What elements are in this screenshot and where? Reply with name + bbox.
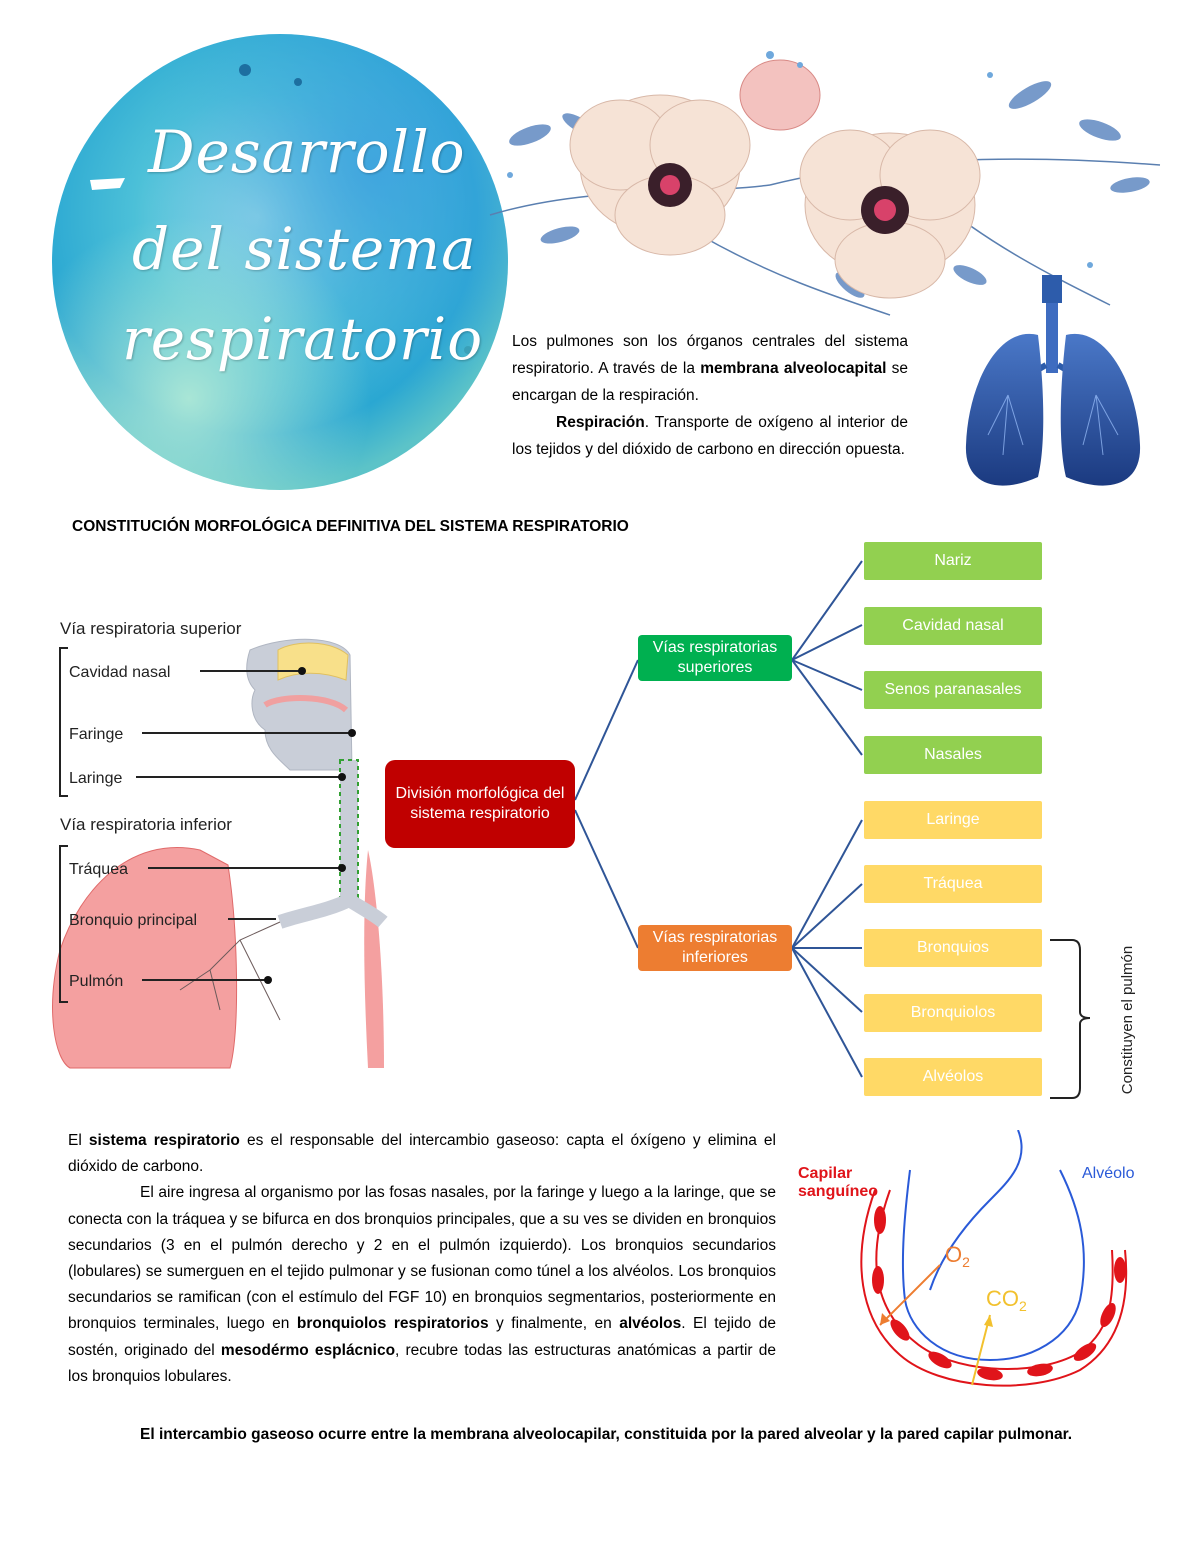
lower-item-traquea: Tráquea — [864, 865, 1042, 903]
anatomy-label-laringe: Laringe — [69, 770, 122, 787]
body-p2-bold-2: alvéolos — [619, 1315, 682, 1333]
intro-text: Los pulmones son los órganos centrales d… — [512, 328, 908, 463]
lungs-illustration — [965, 275, 1141, 486]
lower-item-alveolos: Alvéolos — [864, 1058, 1042, 1096]
title-line-2: del sistema — [132, 215, 477, 283]
brace-label: Constituyen el pulmón — [1119, 946, 1136, 1094]
section-heading: CONSTITUCIÓN MORFOLÓGICA DEFINITIVA DEL … — [72, 518, 629, 535]
upper-item-nasales: Nasales — [864, 736, 1042, 774]
anatomy-label-bronquio-principal: Bronquio principal — [69, 912, 197, 929]
title-line-1: Desarrollo — [148, 118, 466, 186]
anatomy-lower-heading: Vía respiratoria inferior — [60, 815, 232, 834]
lower-branch-node: Vías respiratorias inferiores — [638, 925, 792, 971]
intro-p1-bold: membrana alveolocapital — [700, 360, 887, 377]
title-watercolor-circle — [52, 34, 508, 490]
body-p1-part-a: El — [68, 1132, 89, 1149]
alveolus-label: Alvéolo — [1082, 1165, 1135, 1182]
floral-decoration — [489, 51, 1161, 316]
anatomy-figure: Vía respiratoria superior Vía respirator… — [52, 619, 388, 1069]
anatomy-label-traquea: Tráquea — [69, 861, 128, 878]
intro-p2-bold: Respiración — [556, 414, 645, 431]
upper-item-senos-paranasales: Senos paranasales — [864, 671, 1042, 709]
title-line-3: respiratorio — [122, 305, 484, 373]
lung-shape — [52, 847, 238, 1069]
body-p2-bold-3: mesodérmo esplácnico — [220, 1341, 396, 1359]
anatomy-label-cavidad-nasal: Cavidad nasal — [69, 664, 170, 681]
body-p2-part-c: . El tejido de sostén, originado del — [68, 1315, 776, 1359]
intro-p1-part-a: Los pulmones son los órganos centrales d… — [512, 333, 908, 377]
body-p1-bold: sistema respiratorio — [88, 1132, 240, 1149]
body-p2-part-b: y finalmente, en — [488, 1315, 620, 1333]
root-node: División morfológica del sistema respira… — [385, 760, 575, 848]
anatomy-label-pulmon: Pulmón — [69, 973, 123, 990]
body-p1-part-b: es el responsable del intercambio gaseos… — [68, 1132, 776, 1176]
brace — [1050, 939, 1091, 1099]
lower-item-laringe: Laringe — [864, 801, 1042, 839]
body-text: El sistema respiratorio es el responsabl… — [68, 1128, 776, 1390]
body-p2-part-d: , recubre todas las estructuras anatómic… — [68, 1341, 776, 1385]
upper-branch-node: Vías respiratorias superiores — [638, 635, 792, 681]
final-statement: El intercambio gaseoso ocurre entre la m… — [140, 1426, 1073, 1443]
body-p2-part-a: El aire ingresa al organismo por las fos… — [68, 1184, 776, 1333]
anatomy-upper-heading: Vía respiratoria superior — [60, 619, 242, 638]
co2-label: CO2 — [986, 1286, 1027, 1314]
o2-label: O2 — [945, 1242, 970, 1270]
lower-item-bronquios: Bronquios — [864, 929, 1042, 967]
upper-item-nariz: Nariz — [864, 542, 1042, 580]
anatomy-label-faringe: Faringe — [69, 726, 123, 743]
lower-item-bronquiolos: Bronquiolos — [864, 994, 1042, 1032]
body-p2-bold-1: bronquiolos respiratorios — [296, 1315, 489, 1333]
intro-p1-part-b: se encargan de la respiración. — [512, 360, 908, 404]
intro-p2-text: . Transporte de oxígeno al interior de l… — [512, 414, 908, 458]
upper-item-cavidad-nasal: Cavidad nasal — [864, 607, 1042, 645]
